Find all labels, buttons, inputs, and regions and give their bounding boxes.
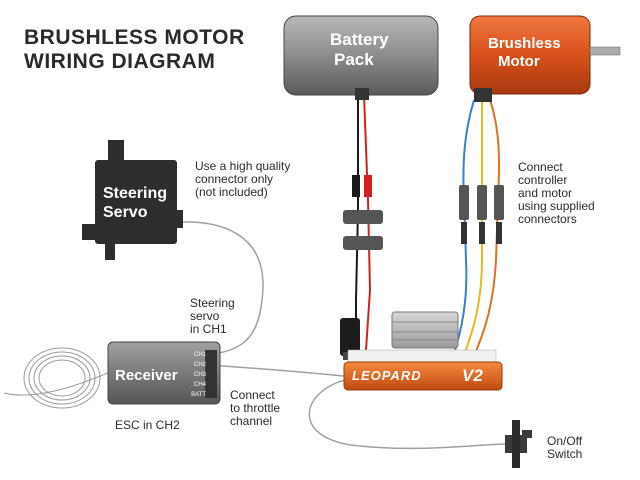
steering-servo	[82, 140, 183, 260]
receiver-label: Receiver	[115, 367, 178, 384]
throttle-note: Connect to throttle channel	[230, 388, 281, 428]
brushless-motor	[469, 15, 621, 102]
channel-ch1: CH1	[193, 352, 206, 358]
motor-label: Brushless Motor	[488, 35, 561, 70]
on-off-switch	[505, 420, 532, 468]
channel-ch4: CH4	[193, 382, 206, 388]
switch-lead-wire	[308, 379, 506, 450]
motor-connect-note: Connect controller and motor using suppl…	[518, 160, 595, 226]
antenna-coil	[3, 347, 111, 409]
throttle-lead-wire	[204, 364, 346, 377]
channel-ch2: CH2	[193, 362, 206, 368]
title-line-2: WIRING DIAGRAM	[24, 50, 216, 73]
receiver	[107, 341, 221, 405]
servo-label: Steering Servo	[103, 185, 168, 221]
connector-note: Use a high quality connector only (not i…	[195, 159, 291, 199]
esc-version: V2	[462, 366, 483, 385]
battery-pack	[283, 15, 439, 100]
switch-label: On/Off Switch	[547, 434, 583, 461]
steering-note: Steering servo in CH1	[190, 296, 235, 336]
motor-connector	[459, 185, 504, 244]
channel-batt: BATT	[191, 392, 206, 398]
servo-lead-wire	[177, 221, 264, 356]
esc-brand: LEOPARD	[352, 368, 422, 383]
battery-label: Battery Pack	[330, 30, 389, 69]
channel-ch3: CH3	[193, 372, 206, 378]
motor-wires	[451, 99, 501, 361]
esc-heatsink	[391, 311, 459, 349]
diagram-title: BRUSHLESS MOTOR WIRING DIAGRAM	[24, 26, 245, 74]
battery-connector	[343, 175, 383, 250]
esc-board	[343, 349, 503, 391]
title-line-1: BRUSHLESS MOTOR	[24, 26, 245, 49]
esc-ch2-note: ESC in CH2	[115, 418, 180, 432]
receiver-channels: CH1 CH2 CH3 CH4 BATT	[180, 350, 206, 400]
